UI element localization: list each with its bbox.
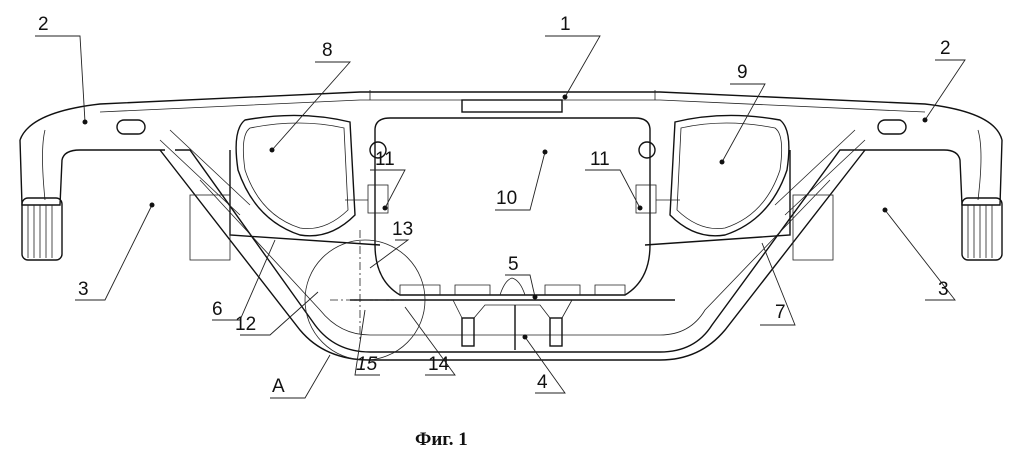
left-end-pad [21,197,63,261]
leader-lines [35,35,966,399]
label-11-right: 11 [590,149,610,170]
right-end-arm [855,139,1003,206]
label-5: 5 [508,254,519,275]
left-bolt [461,317,475,347]
right-end-pad [961,197,1003,261]
right-bolt [549,317,563,347]
label-12: 12 [235,314,256,335]
figure-caption: Фиг. 1 [415,429,468,450]
label-14: 14 [428,354,450,375]
left-side-box [189,194,231,261]
opening-9 [669,114,790,237]
label-6: 6 [212,299,223,320]
left-end-arm [19,139,165,206]
label-13: 13 [392,219,413,240]
right-side-box [792,194,834,261]
label-4: 4 [537,372,548,393]
label-8: 8 [322,40,333,61]
central-cavity-10 [374,117,651,296]
detail-circle-A [304,239,426,361]
label-1: 1 [560,14,571,35]
beam-top-edge [19,91,1003,141]
label-15: 15 [356,354,378,375]
label-9: 9 [737,62,748,83]
label-11-left: 11 [375,149,395,170]
label-A: A [272,376,285,397]
opening-8 [235,114,356,237]
label-3-right: 3 [938,279,949,300]
right-window [877,119,907,135]
beam-lower-contour [175,149,855,353]
leader-dots [82,94,928,340]
label-2-left: 2 [38,14,49,35]
label-3-left: 3 [78,279,89,300]
label-2-right: 2 [940,38,951,59]
label-10: 10 [496,188,517,209]
label-7: 7 [775,302,786,323]
left-window [116,119,146,135]
center-plate [461,99,563,113]
